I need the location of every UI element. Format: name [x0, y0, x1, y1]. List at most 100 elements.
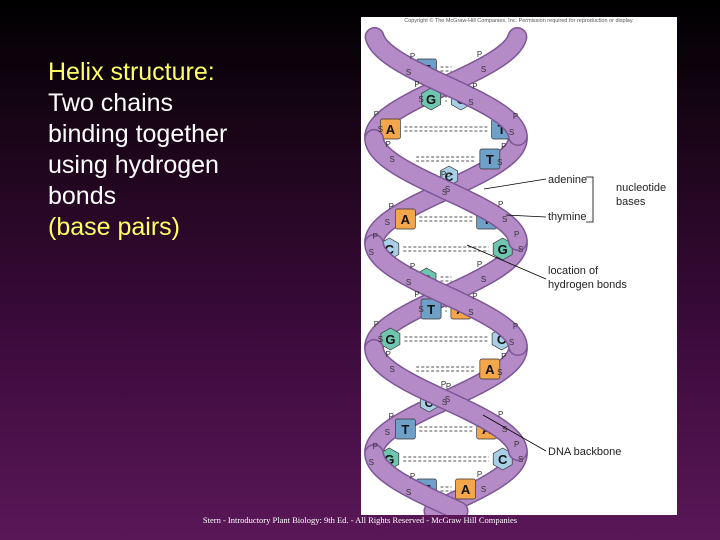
backbone-letter-2-0: P [374, 110, 379, 119]
thymine-pointer [505, 214, 547, 218]
base-right-6-letter: G [498, 242, 508, 257]
backbone-letter-14-3: S [406, 488, 411, 497]
backbone-letter-12-2: P [389, 412, 394, 421]
backbone-letter-8-3: S [468, 308, 473, 317]
backbone-letter-12-3: S [385, 428, 390, 437]
backbone-letter-7-3: S [406, 278, 411, 287]
backbone-letter-10-0: P [386, 350, 391, 359]
backbone-letter-6-2: P [373, 232, 378, 241]
backbone-pointer [482, 414, 547, 452]
backbone-letter-0-1: S [481, 65, 486, 74]
base-left-9-letter: G [385, 332, 395, 347]
backbone-letter-5-0: P [498, 200, 503, 209]
backbone-letter-5-1: S [502, 215, 507, 224]
backbone-letter-1-2: P [472, 82, 477, 91]
backbone-letter-2-1: S [378, 125, 383, 134]
base-left-1-letter: G [426, 92, 436, 107]
nucleotide-bracket [586, 176, 594, 223]
extra-base-0-letter: C [445, 170, 454, 184]
backbone-letter-6-1: S [518, 245, 523, 254]
strand-b-segment-4 [365, 445, 467, 515]
backbone-letter-7-1: S [481, 275, 486, 284]
backbone-letter-9-0: P [374, 320, 379, 329]
backbone-letter-2-2: P [513, 112, 518, 121]
backbone-letter-13-0: P [514, 440, 519, 449]
backbone-letter-5-2: P [389, 202, 394, 211]
thymine-label: thymine [548, 211, 587, 223]
backbone-letter-10-2: P [501, 352, 506, 361]
backbone-letter-4-3: S [442, 188, 447, 197]
base-left-13-letter: G [384, 452, 394, 467]
backbone-letter-12-0: P [498, 410, 503, 419]
base-left-5-letter: A [401, 212, 411, 227]
backbone-letter-9-2: P [513, 322, 518, 331]
base-right-3-shape [479, 148, 501, 170]
copyright-notice: Copyright © The McGraw-Hill Companies, I… [404, 18, 634, 24]
hbond-pointer [466, 244, 547, 280]
base-left-12-shape [394, 418, 416, 440]
hbond-location-label-2: hydrogen bonds [548, 279, 627, 291]
body-line-2: binding together [48, 120, 228, 148]
base-left-12-letter: T [401, 422, 409, 437]
backbone-letter-0-2: P [410, 52, 415, 61]
backbone-letter-4-2: P [446, 172, 451, 181]
backbone-letter-14-1: S [481, 485, 486, 494]
base-right-14-shape [455, 478, 476, 500]
base-pairs-note: (base pairs) [48, 213, 180, 241]
backbone-letter-7-0: P [477, 260, 482, 269]
backbone-letters: PSPSPSPSPSPSPSPSPSPSPSPSPSPSPSPSPSPSPSPS… [369, 50, 524, 497]
backbone-letter-3-1: S [390, 155, 395, 164]
annotations [466, 176, 594, 452]
backbone-letter-11-0: P [441, 380, 446, 389]
backbone-letter-12-1: S [502, 425, 507, 434]
slide-footer: Stern - Introductory Plant Biology: 9th … [202, 515, 518, 525]
strand-b-segment-2 [365, 235, 527, 355]
backbone-letter-11-1: S [445, 395, 450, 404]
backbone-letter-6-0: P [514, 230, 519, 239]
backbone-letter-14-2: P [410, 472, 415, 481]
base-right-9-letter: C [497, 332, 507, 347]
strand-a-segment-1 [365, 130, 527, 250]
annotation-labels: adenine thymine nucleotide bases locatio… [548, 174, 666, 458]
base-right-10-letter: A [485, 362, 495, 377]
backbone-letter-1-3: S [468, 98, 473, 107]
body-line-4: bonds [48, 182, 117, 210]
hbond-location-label-1: location of [548, 265, 599, 277]
base-right-13-letter: C [498, 452, 508, 467]
backbone-letter-0-3: S [406, 68, 411, 77]
backbone-letter-13-3: S [369, 458, 374, 467]
backbone-letter-0-0: P [477, 50, 482, 59]
backbone-letter-13-1: S [518, 455, 523, 464]
body-line-1: Two chains [48, 89, 174, 117]
base-right-14-letter: A [461, 482, 471, 497]
strand-a-segment-3 [365, 340, 527, 460]
backbone-strands-front [364, 27, 528, 515]
backbone-letter-11-2: P [446, 382, 451, 391]
backbone-letter-4-1: S [445, 185, 450, 194]
backbone-letter-4-0: P [441, 170, 446, 179]
base-left-9-shape [380, 327, 401, 351]
body-line-3: using hydrogen [48, 151, 219, 179]
backbone-letter-8-0: P [414, 290, 419, 299]
base-right-2-letter: T [498, 122, 506, 137]
backbone-letter-5-3: S [385, 218, 390, 227]
backbone-letter-8-1: S [418, 305, 423, 314]
adenine-pointer [483, 178, 547, 190]
slide-text: Helix structure: Two chains binding toge… [48, 57, 348, 243]
strand-b-segment-0 [366, 28, 527, 145]
base-left-2-letter: A [386, 122, 396, 137]
backbone-letter-10-3: S [497, 368, 502, 377]
nucleotide-bases-label-1: nucleotide [616, 182, 666, 194]
base-right-3-letter: T [486, 152, 494, 167]
backbone-letter-11-3: S [442, 398, 447, 407]
dna-helix-figure: Copyright © The McGraw-Hill Companies, I… [361, 17, 677, 515]
backbone-letter-14-0: P [477, 470, 482, 479]
dna-backbone-label: DNA backbone [548, 446, 621, 458]
backbone-letter-13-2: P [373, 442, 378, 451]
backbone-letter-6-3: S [369, 248, 374, 257]
backbone-letter-3-3: S [497, 158, 502, 167]
backbone-letter-9-3: S [509, 338, 514, 347]
backbone-letter-9-1: S [378, 335, 383, 344]
base-left-2-shape [380, 118, 401, 140]
